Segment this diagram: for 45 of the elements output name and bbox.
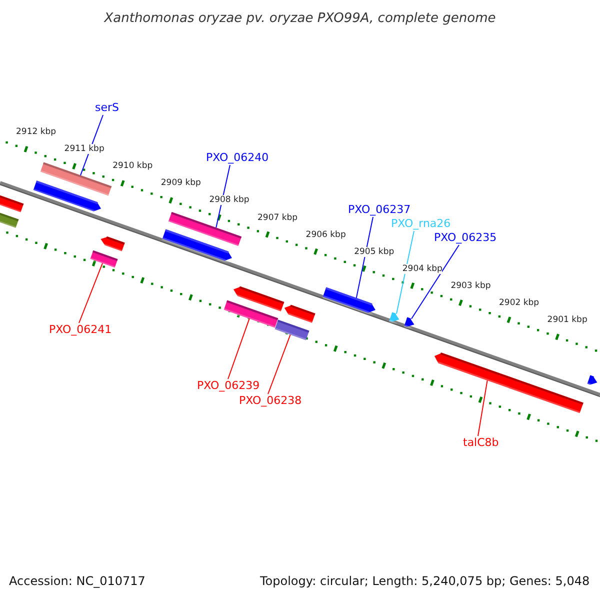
scale-label: 2908 kbp [209,195,250,206]
diagram-title: Xanthomonas oryzae pv. oryzae PXO99A, complete genome [104,10,496,28]
gene-label: PXO_06235 [434,231,497,245]
gene-feature [404,317,414,329]
gene-label: PXO_06237 [348,203,411,217]
scale-label: 2912 kbp [16,127,56,138]
gene-feature [99,236,125,253]
scale-label: 2911 kbp [64,144,104,154]
leader-line [396,230,414,314]
scale-label: 2906 kbp [306,230,346,240]
gene-feature [232,286,284,313]
scale-label: 2903 kbp [450,280,491,291]
leader-line [478,380,488,436]
leader-line [411,244,460,320]
gene-feature [90,250,118,269]
gene-label: PXO_rna26 [391,217,451,231]
gene-feature [322,287,376,315]
gene-label: talC8b [463,436,499,450]
leader-line [268,334,291,394]
gene-feature [586,375,598,387]
leader-line [356,216,374,298]
scale-label: 2907 kbp [258,212,298,222]
scale-label: 2909 kbp [160,178,201,188]
gene-feature [432,352,584,415]
gene-label: PXO_06240 [206,151,269,165]
gene-feature [0,194,24,214]
scale-label: 2902 kbp [499,298,540,308]
footer-text: Accession: NC_010717 [9,574,146,588]
gene-label: PXO_06241 [49,323,112,337]
gene-feature [0,210,19,230]
gene-feature [388,312,400,324]
gene-label: PXO_06238 [239,394,302,408]
scale-label: 2905 kbp [354,246,394,257]
gene-feature [282,304,316,324]
scale-label: 2904 kbp [402,264,442,274]
gene-feature [40,162,112,198]
leader-line [78,262,103,324]
gene-label: serS [95,101,120,115]
gene-label: PXO_06239 [197,379,260,393]
footer-text: Topology: circular; Length: 5,240,075 bp; Genes: 5,048 [260,574,590,588]
scale-label: 2901 kbp [547,314,588,325]
gene-feature [274,320,310,342]
leader-line [228,318,250,380]
scale-label: 2910 kbp [112,161,153,172]
gene-feature [168,212,242,248]
